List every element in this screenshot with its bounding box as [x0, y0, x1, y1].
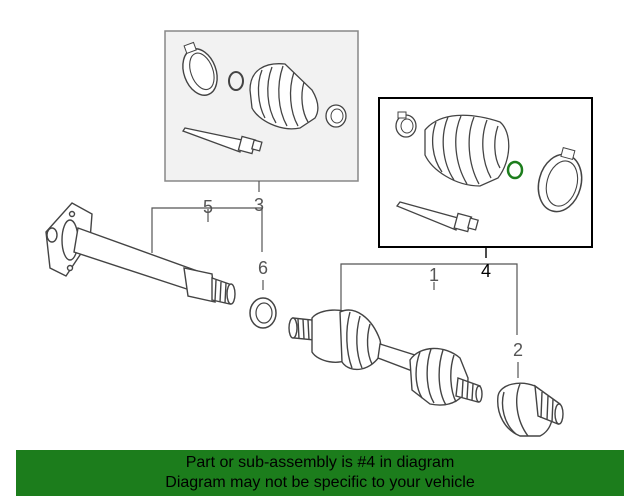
seal [249, 297, 277, 329]
callout-5: 5 [202, 197, 213, 217]
highlight-box-4 [378, 97, 593, 248]
box4-boot [424, 114, 510, 187]
outer-cv-joint [497, 382, 564, 437]
inset3-large-clamp [182, 41, 218, 96]
box4-grease-tube [395, 201, 479, 233]
box4-large-clamp [537, 147, 583, 213]
leader-1 [340, 263, 518, 335]
banner-line-2: Diagram may not be specific to your vehi… [165, 474, 475, 491]
inset3-snap-ring [228, 71, 244, 91]
callout-2: 2 [512, 340, 523, 360]
leader-5 [151, 207, 263, 253]
inset-box-3 [164, 30, 359, 182]
axle-assembly [288, 309, 483, 406]
box4-snap-ring [506, 160, 524, 180]
intermediate-shaft [45, 202, 236, 305]
callout-4: 4 [480, 261, 491, 281]
callout-3: 3 [253, 195, 264, 215]
box4-small-clamp [395, 111, 417, 138]
callout-1: 1 [428, 265, 439, 285]
inset3-small-clamp [325, 104, 347, 128]
inset3-boot [249, 63, 319, 130]
inset3-grease-tube [182, 127, 263, 155]
info-banner: Part or sub-assembly is #4 in diagram Di… [16, 450, 624, 496]
banner-line-1: Part or sub-assembly is #4 in diagram [185, 454, 455, 471]
callout-6: 6 [257, 258, 268, 278]
